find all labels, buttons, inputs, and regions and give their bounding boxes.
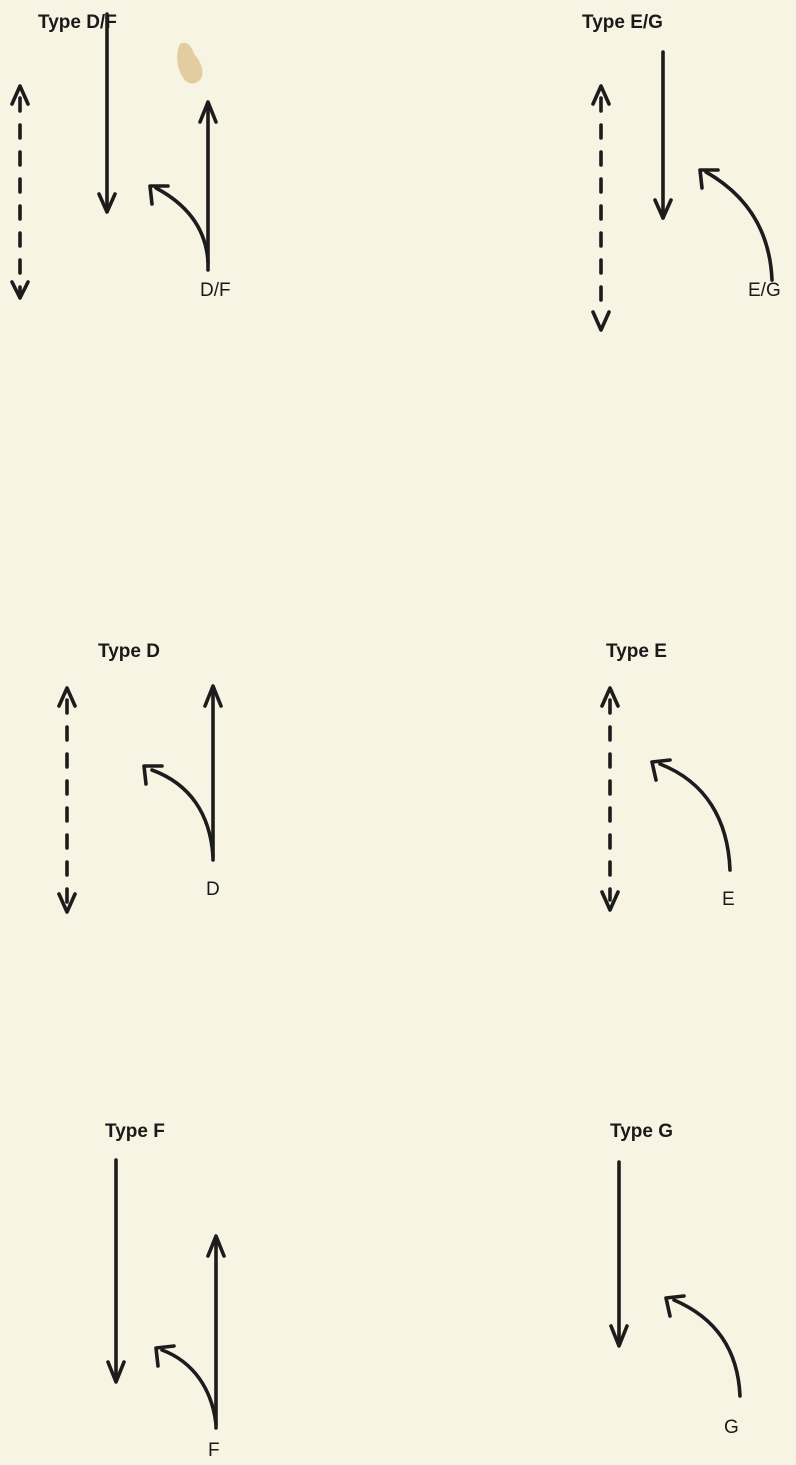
movement-label: E: [722, 889, 735, 910]
stain-mark: [177, 42, 203, 84]
panel-title: Type D/F: [38, 12, 117, 33]
left-turn-arrow: [154, 186, 210, 264]
panel-type-f: Type F F: [105, 1121, 226, 1461]
arrowhead-up: [600, 686, 620, 708]
left-turn-arrow: [160, 1348, 218, 1426]
arrowhead-left-turn: [142, 764, 164, 786]
movement-label: D: [206, 879, 220, 900]
panel-type-eg: Type E/G E/G: [582, 12, 781, 332]
panel-type-g: Type G G: [609, 1121, 742, 1438]
panel-type-df: Type D/F D/F: [10, 12, 231, 301]
arrowhead-down: [106, 1360, 126, 1384]
arrowhead-up: [57, 686, 77, 708]
arrowhead-down: [609, 1324, 629, 1348]
arrowhead-down: [97, 192, 117, 214]
arrowhead-left-turn: [698, 168, 720, 190]
arrowhead-up: [206, 1234, 226, 1258]
arrowhead-left-turn: [154, 1344, 176, 1368]
movement-label: D/F: [200, 280, 231, 301]
left-turn-arrow: [150, 768, 215, 858]
arrowhead-down: [57, 892, 77, 914]
movement-label: F: [208, 1440, 220, 1461]
panel-title: Type D: [98, 641, 160, 662]
arrowhead-down: [600, 890, 620, 912]
panel-type-e: Type E E: [600, 641, 735, 912]
movement-label: G: [724, 1417, 739, 1438]
arrowhead-up: [591, 84, 611, 106]
panel-title: Type E: [606, 641, 667, 662]
left-turn-arrow: [658, 762, 732, 872]
arrowhead-left-turn: [664, 1294, 686, 1318]
arrowhead-down: [653, 198, 673, 220]
left-turn-arrow: [672, 1298, 742, 1398]
arrowhead-left-turn: [650, 758, 672, 782]
panel-title: Type G: [610, 1121, 673, 1142]
arrowhead-up: [198, 100, 218, 124]
arrowhead-left-turn: [148, 184, 170, 206]
arrowhead-down: [10, 280, 30, 300]
panel-title: Type E/G: [582, 12, 663, 33]
panel-title: Type F: [105, 1121, 165, 1142]
movement-label: E/G: [748, 280, 781, 301]
arrowhead-up: [203, 684, 223, 708]
arrowhead-up: [10, 84, 30, 106]
arrowhead-down: [591, 310, 611, 332]
panel-type-d: Type D D: [57, 641, 223, 914]
left-turn-arrow: [704, 170, 774, 282]
